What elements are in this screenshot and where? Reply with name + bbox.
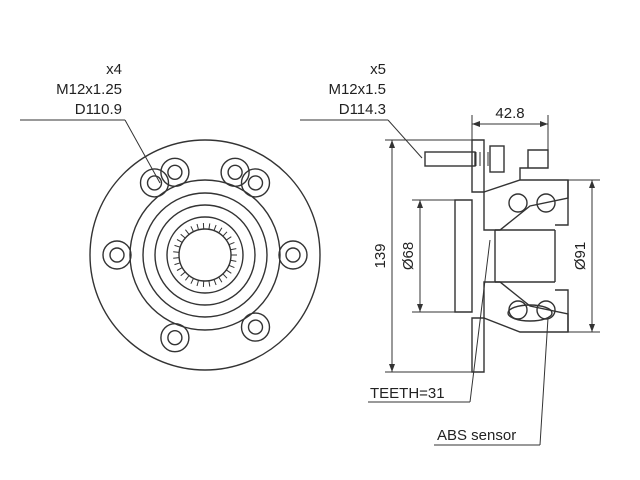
hub-pilot <box>454 199 473 313</box>
spline-tooth <box>228 241 235 246</box>
hub-outer-circle <box>89 139 321 371</box>
dia91-arrow-top <box>589 180 595 188</box>
dia91-arrow-bottom <box>589 324 595 332</box>
flange-bottom <box>471 317 485 373</box>
front-view <box>20 119 321 371</box>
spline-tooth <box>176 267 183 271</box>
flange-lobe <box>102 240 132 270</box>
flange-diameter-label: 139 <box>372 243 389 268</box>
spline-tooth <box>222 273 228 279</box>
teeth-leader <box>469 239 491 403</box>
spline-tooth <box>218 276 223 283</box>
abs-note: ABS sensor <box>437 427 516 444</box>
left-bolt-count: x4 <box>106 61 122 78</box>
spline-tooth <box>196 280 199 287</box>
spline-outer-circle <box>166 216 244 294</box>
bolt-hole <box>247 175 264 191</box>
spline-tooth <box>176 239 183 243</box>
right-pcd: D114.3 <box>339 101 386 118</box>
hub-face-circle <box>142 192 268 318</box>
width-dimension-label: 42.8 <box>495 105 524 122</box>
spline-tooth <box>185 275 190 281</box>
inner-diameter-label: Ø68 <box>400 242 417 270</box>
flange-lobe <box>220 157 250 188</box>
bolt-hole <box>227 164 243 181</box>
spline-tooth <box>190 278 194 284</box>
right-thread-spec: M12x1.5 <box>328 81 386 98</box>
bolt-hole <box>167 330 183 346</box>
flange-lobe <box>240 168 271 198</box>
spline-tooth <box>174 244 181 248</box>
spline-tooth <box>213 224 217 231</box>
right-bolt-count: x5 <box>370 61 386 78</box>
flange-lobe <box>278 240 308 270</box>
teeth-note: TEETH=31 <box>370 385 445 402</box>
outer-diameter-label: Ø91 <box>572 242 589 270</box>
spline-tooth <box>173 257 180 259</box>
spline-teeth <box>173 222 237 288</box>
spline-tooth <box>218 227 223 234</box>
section-view <box>300 115 600 446</box>
bearing-circle <box>154 204 256 306</box>
dia139-arrow-top <box>389 140 395 148</box>
spline-tooth <box>230 248 237 251</box>
width-arrow-right <box>540 121 548 127</box>
hub-body-upper <box>483 179 569 231</box>
stud-head <box>489 145 505 173</box>
bearing-ball-3 <box>508 300 528 320</box>
left-callout-leader <box>124 119 161 184</box>
outer-race-top <box>519 149 549 180</box>
dia139-arrow-bottom <box>389 364 395 372</box>
spline-tooth <box>190 226 194 232</box>
left-pcd: D110.9 <box>75 101 122 118</box>
spline-bore-circle <box>178 228 232 282</box>
width-arrow-left <box>472 121 480 127</box>
bolt-hole <box>109 247 125 263</box>
spline-tooth <box>208 280 211 287</box>
spline-tooth <box>173 251 180 253</box>
outer-race-right-lower <box>555 289 569 332</box>
spline-tooth <box>174 262 181 266</box>
spline-tooth <box>180 233 186 239</box>
flange-lobe <box>240 312 271 342</box>
bolt-holes <box>109 164 301 346</box>
outer-race-right <box>555 180 569 226</box>
flange-lobe <box>160 157 190 188</box>
spline-tooth <box>213 279 217 286</box>
bolt-hole <box>167 164 183 181</box>
bolt-hole <box>285 247 301 263</box>
spline-tooth <box>196 223 199 230</box>
spline-tooth <box>222 231 228 237</box>
spline-tooth <box>226 269 232 274</box>
spline-tooth <box>228 264 235 269</box>
abs-ring <box>507 304 553 322</box>
bearing-ball-2 <box>536 193 556 213</box>
left-thread-spec: M12x1.25 <box>56 81 122 98</box>
bolt-hole <box>146 175 163 191</box>
flange-lobe <box>160 323 190 353</box>
flange-lobes <box>102 157 308 353</box>
spline-tooth <box>180 271 186 277</box>
spline-tooth <box>226 236 232 241</box>
bolt-hole <box>247 319 264 335</box>
spline-tooth <box>208 223 211 230</box>
hub-flange-circle <box>129 179 281 331</box>
flange-lobe <box>139 168 170 198</box>
dia68-arrow-bottom <box>417 304 423 312</box>
dia68-arrow-top <box>417 200 423 208</box>
spline-tooth <box>230 259 237 262</box>
bearing-ball-1 <box>508 193 528 213</box>
right-callout-leader <box>387 119 423 159</box>
abs-leader <box>539 317 549 446</box>
wheel-stud <box>424 151 476 167</box>
spline-tooth <box>185 229 190 235</box>
